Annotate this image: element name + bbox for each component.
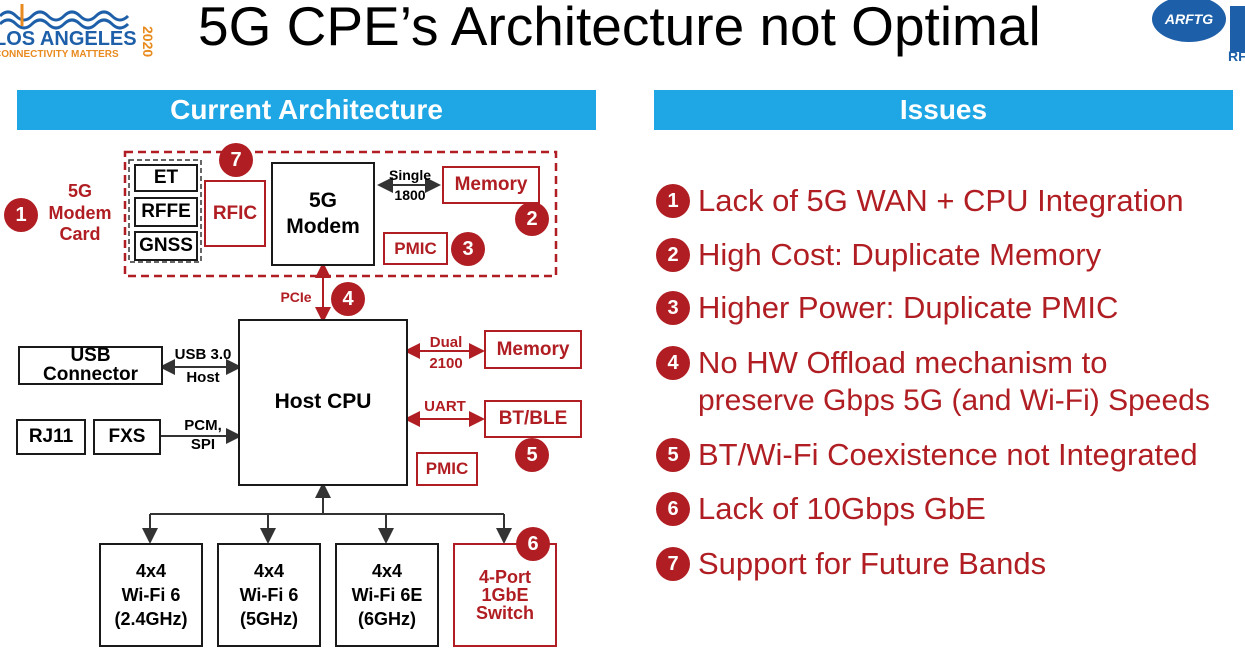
arftg-logo-oval: ARFTG	[1152, 0, 1226, 42]
5g-modem-block: 5G Modem	[271, 162, 375, 266]
issue-text: BT/Wi-Fi Coexistence not Integrated	[698, 437, 1198, 472]
marker-7: 7	[219, 143, 253, 177]
rffe-block: RFFE	[134, 197, 198, 227]
usb30-host-label: USB 3.0 Host	[174, 346, 232, 387]
modem-card-label: 5G Modem Card	[48, 181, 112, 245]
wifi6-5ghz-block: 4x4 Wi-Fi 6 (5GHz)	[217, 543, 321, 647]
diagram-connectors	[123, 150, 558, 544]
issue-text: Lack of 10Gbps GbE	[698, 491, 986, 526]
cpu-pmic-block: PMIC	[416, 452, 478, 486]
fxs-block: FXS	[93, 419, 161, 455]
marker-4: 4	[331, 282, 365, 316]
arftg-logo-text: ARFTG	[1164, 11, 1214, 27]
issue-item: 3 Higher Power: Duplicate PMIC	[656, 289, 1118, 327]
issue-number: 5	[656, 438, 690, 472]
gbe-switch-block: 4-Port 1GbE Switch	[453, 543, 557, 647]
arftg-logo-sub: RF	[1228, 48, 1245, 64]
marker-3: 3	[451, 232, 485, 266]
uart-label: UART	[424, 398, 466, 415]
issue-number: 4	[656, 346, 690, 380]
logo-tagline: CONNECTIVITY MATTERS	[0, 49, 119, 60]
pcm-spi-label: PCM, SPI	[184, 417, 222, 454]
issue-item: 7 Support for Future Bands	[656, 545, 1046, 583]
host-cpu-block: Host CPU	[238, 319, 408, 486]
rf-frontend-group	[128, 159, 202, 263]
pcie-label: PCIe	[280, 289, 312, 305]
issue-item: 6 Lack of 10Gbps GbE	[656, 490, 986, 528]
issue-number: 6	[656, 492, 690, 526]
arftg-logo-bar	[1230, 6, 1245, 52]
issue-number: 7	[656, 547, 690, 581]
issues-banner: Issues	[654, 90, 1233, 130]
modem-pmic-block: PMIC	[383, 232, 448, 265]
logo-city: LOS ANGELES	[0, 28, 137, 50]
current-architecture-banner: Current Architecture	[17, 90, 596, 130]
single-1800-label: Single 1800	[388, 167, 431, 204]
issue-text: Higher Power: Duplicate PMIC	[698, 290, 1119, 325]
slide-title: 5G CPE’s Architecture not Optimal	[198, 0, 1041, 57]
modem-card-outline	[123, 150, 558, 278]
wifi6e-6ghz-block: 4x4 Wi-Fi 6E (6GHz)	[335, 543, 439, 647]
issue-number: 2	[656, 238, 690, 272]
dual-2100-label: Dual 2100	[429, 334, 463, 373]
wifi6-24ghz-block: 4x4 Wi-Fi 6 (2.4GHz)	[99, 543, 203, 647]
issue-text-continued: preserve Gbps 5G (and Wi-Fi) Speeds	[698, 384, 1210, 417]
issue-item: 2 High Cost: Duplicate Memory	[656, 236, 1101, 274]
issue-text: High Cost: Duplicate Memory	[698, 237, 1102, 272]
marker-6: 6	[516, 527, 550, 561]
issue-text: Lack of 5G WAN + CPU Integration	[698, 183, 1184, 218]
issue-item: 4 No HW Offload mechanism to preserve Gb…	[656, 344, 1210, 420]
gnss-block: GNSS	[134, 231, 198, 261]
conference-logo: LOS ANGELES CONNECTIVITY MATTERS 2020	[0, 4, 160, 64]
modem-memory-block: Memory	[442, 166, 540, 204]
issue-number: 3	[656, 291, 690, 325]
marker-2: 2	[515, 202, 549, 236]
rj11-block: RJ11	[16, 419, 86, 455]
issue-text: Support for Future Bands	[698, 546, 1047, 581]
marker-1: 1	[4, 198, 38, 232]
issue-item: 1 Lack of 5G WAN + CPU Integration	[656, 182, 1184, 220]
bt-ble-block: BT/BLE	[484, 400, 582, 438]
rfic-block: RFIC	[204, 180, 266, 247]
wave-pattern-icon	[0, 4, 130, 30]
et-block: ET	[134, 164, 198, 192]
cpu-memory-block: Memory	[484, 330, 582, 369]
issue-item: 5 BT/Wi-Fi Coexistence not Integrated	[656, 436, 1198, 474]
marker-5: 5	[515, 438, 549, 472]
issue-text: No HW Offload mechanism to	[698, 345, 1108, 380]
arftg-logo: ARFTG RF	[1150, 0, 1245, 70]
issue-number: 1	[656, 184, 690, 218]
usb-connector-block: USB Connector	[18, 346, 163, 385]
